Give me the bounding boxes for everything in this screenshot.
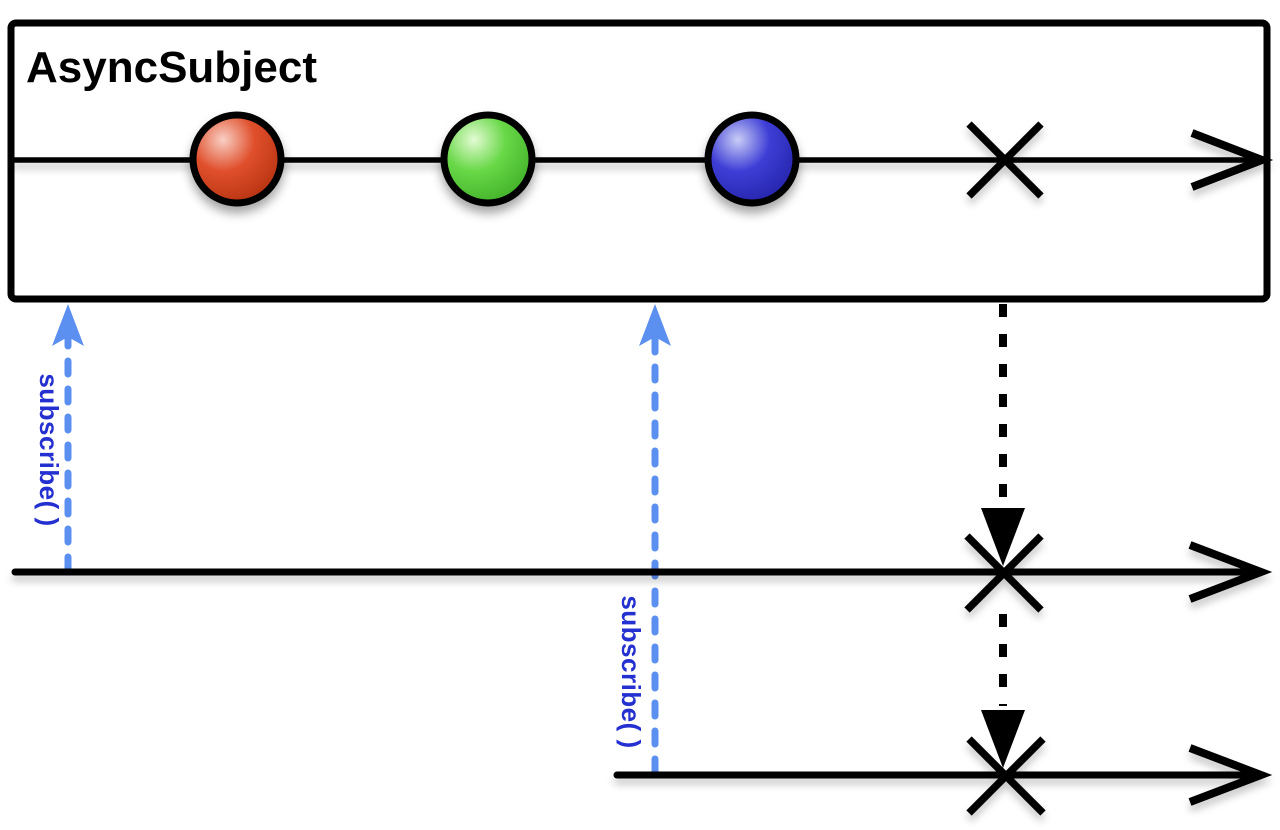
diagram-title: AsyncSubject <box>26 43 317 92</box>
error-dotted-line-1 <box>981 304 1025 566</box>
error-x-source-icon <box>966 121 1044 199</box>
marble-blue <box>704 111 800 207</box>
subscribe-arrowhead-1-icon <box>52 304 84 346</box>
observer2-arrowhead-icon <box>1188 744 1273 806</box>
source-arrowhead-icon <box>1190 129 1274 191</box>
subscribe-arrow-2 <box>639 304 671 776</box>
error-arrowhead-1-icon <box>981 508 1025 566</box>
marble-green <box>440 111 536 207</box>
subscribe-arrowhead-2-icon <box>639 304 671 346</box>
observer1-arrowhead-icon <box>1188 541 1273 603</box>
error-x-observer1-icon <box>964 533 1044 613</box>
marble-red <box>189 111 285 207</box>
error-x-observer2-icon <box>966 736 1046 816</box>
error-dotted-line-2 <box>981 614 1025 768</box>
subscribe-label-1: subscribe( ) <box>34 373 64 526</box>
observer1-timeline <box>11 533 1273 613</box>
subscribe-label-2: subscribe( ) <box>616 595 646 748</box>
error-arrowhead-2-icon <box>981 710 1025 768</box>
subscribe-arrow-1 <box>52 304 84 574</box>
observer2-timeline <box>613 736 1273 816</box>
